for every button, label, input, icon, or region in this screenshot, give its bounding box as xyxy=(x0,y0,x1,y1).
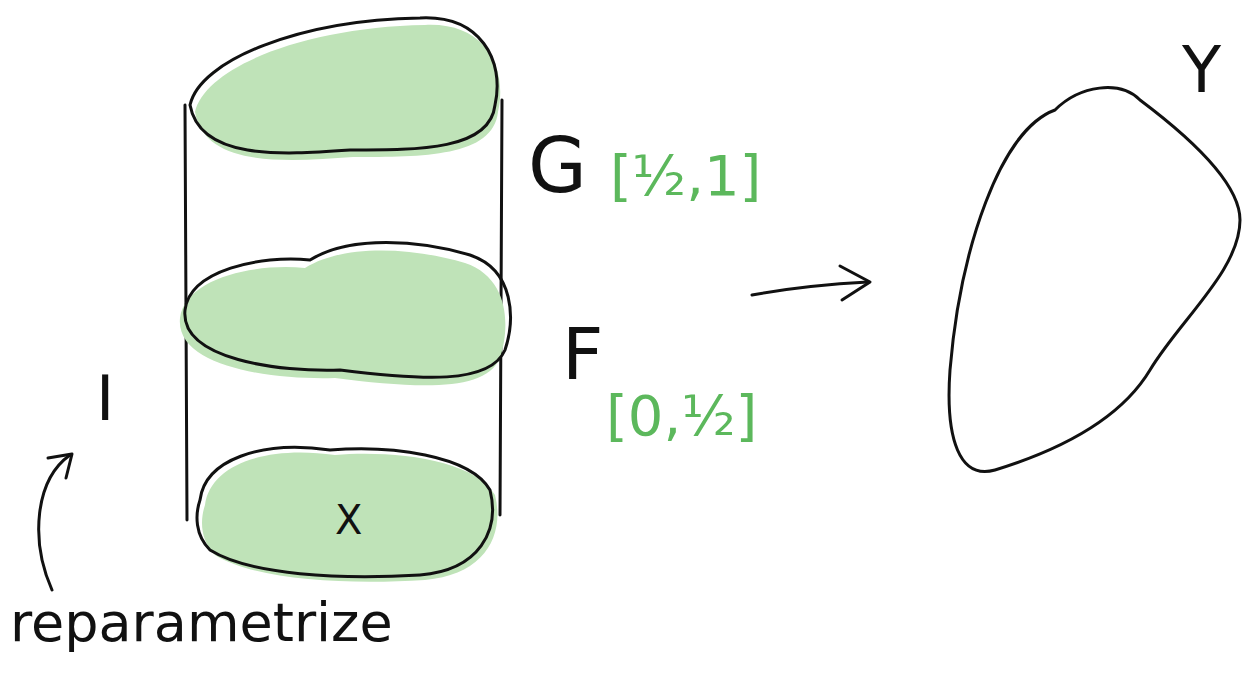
middle-slice-fill xyxy=(180,251,506,386)
top-slice xyxy=(190,18,497,153)
space-name: Y xyxy=(1182,38,1221,102)
bottom-slice-fill xyxy=(202,452,497,581)
map-name: F xyxy=(562,318,603,390)
reparametrize-arrowhead xyxy=(48,454,72,478)
top-slice-fill xyxy=(195,25,500,160)
interval: [0,½] xyxy=(606,388,757,444)
bottom-slice xyxy=(197,447,492,576)
middle-slice xyxy=(185,243,511,378)
map-arrowhead xyxy=(840,266,870,300)
target-space xyxy=(949,88,1240,472)
space-name: X xyxy=(335,500,362,540)
map-name: G xyxy=(528,128,587,204)
note: reparametrize xyxy=(10,596,393,650)
interval-name: I xyxy=(96,368,114,430)
interval: [½,1] xyxy=(610,148,761,204)
